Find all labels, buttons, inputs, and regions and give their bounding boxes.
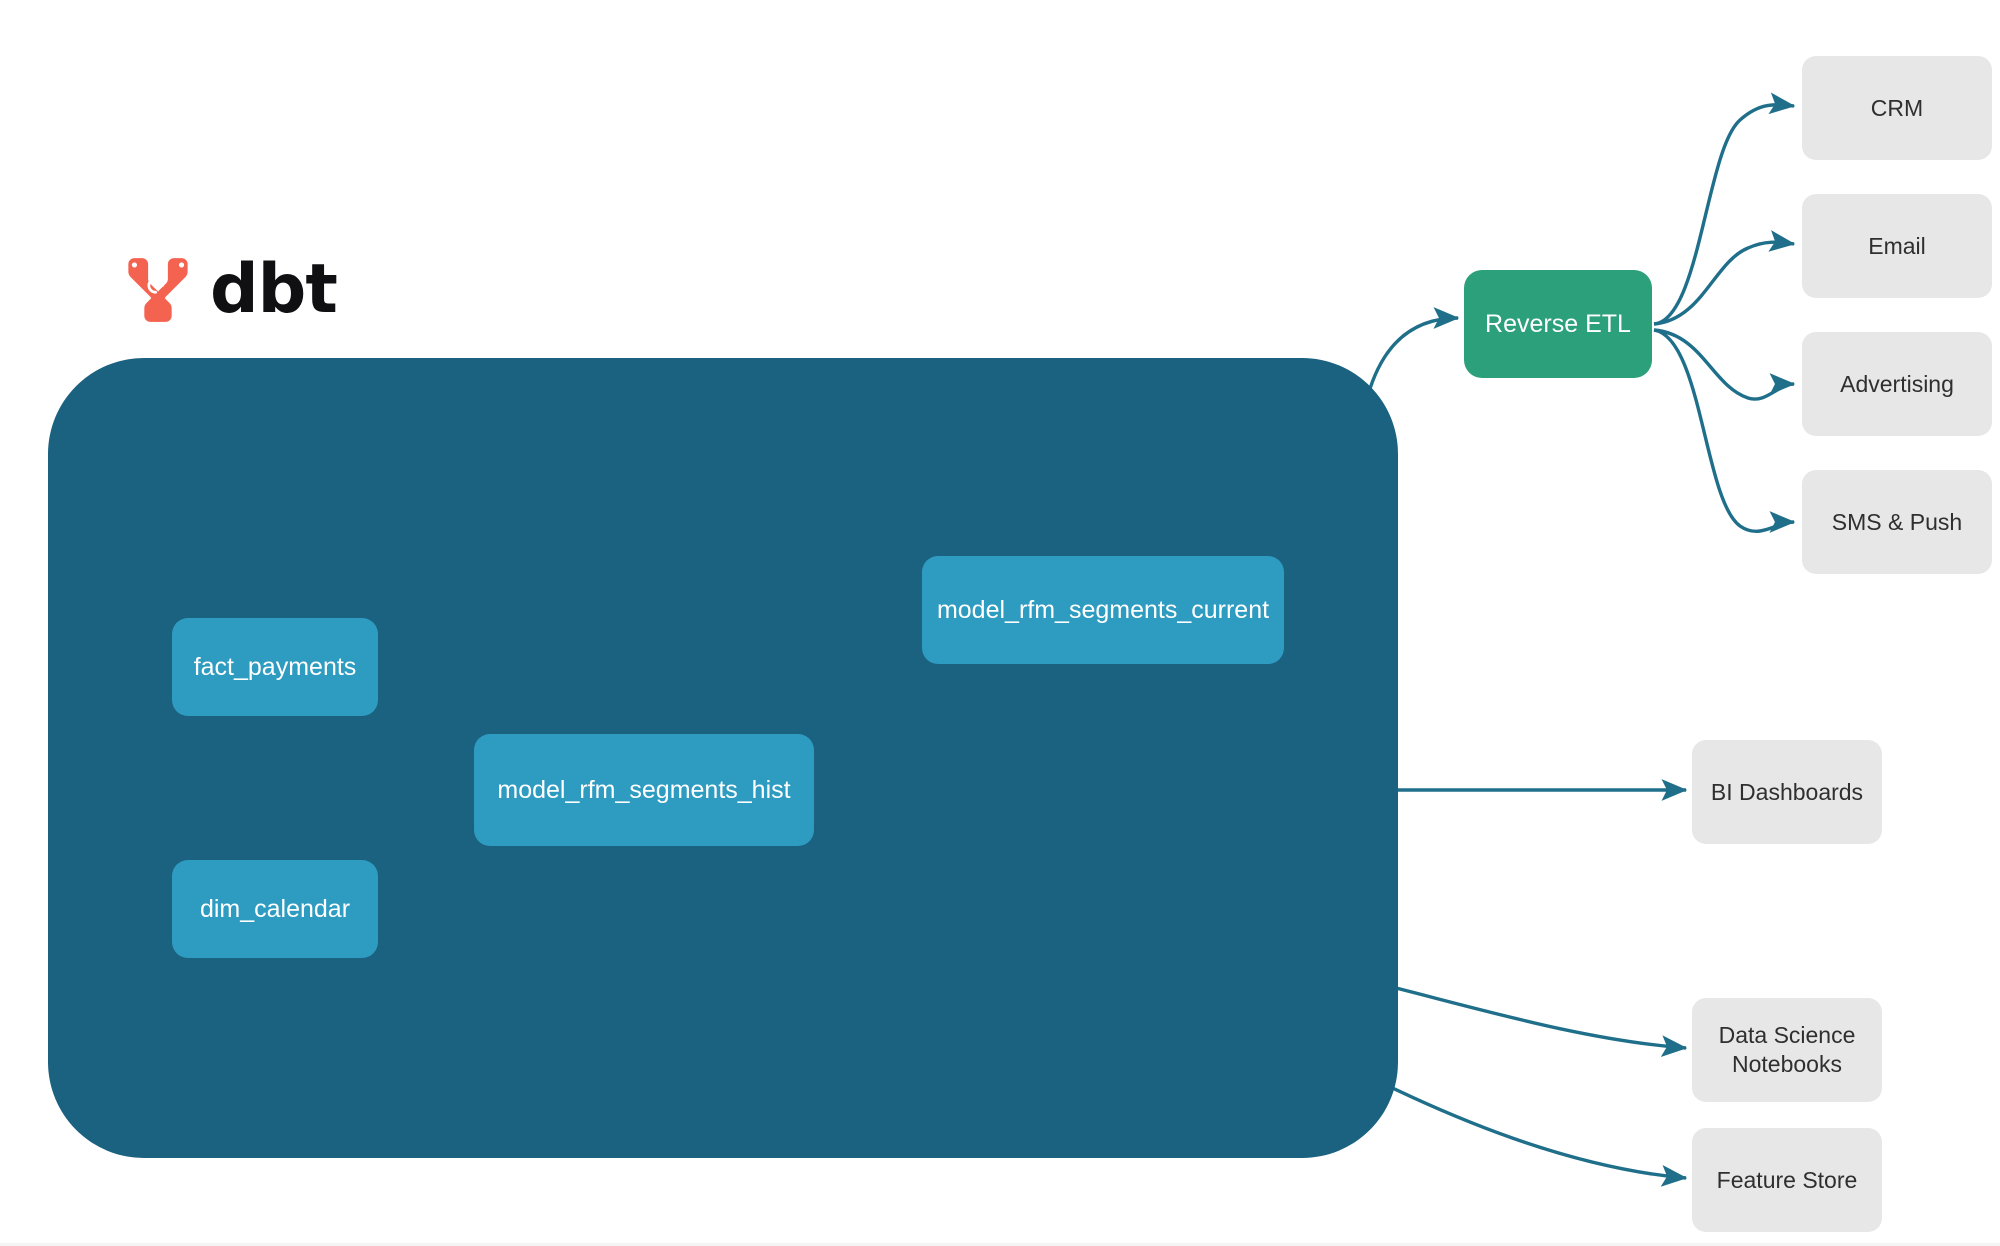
dbt-logo: dbt	[120, 250, 338, 329]
reverse-etl-node[interactable]: Reverse ETL	[1464, 270, 1652, 378]
edge-hist-to-feature-store	[1351, 1066, 1688, 1187]
node-label-line-1: Data Science	[1718, 1022, 1856, 1049]
node-label: SMS & Push	[1831, 508, 1963, 535]
node-label-line-2: Notebooks	[1732, 1051, 1842, 1077]
destination-node-sms-push[interactable]: SMS & Push	[1802, 470, 1992, 574]
model-node-rfm-segments-current[interactable]: model_rfm_segments_current	[922, 556, 1284, 664]
destination-node-advertising[interactable]: Advertising	[1802, 332, 1992, 436]
node-label: BI Dashboards	[1710, 778, 1864, 805]
destination-node-crm[interactable]: CRM	[1802, 56, 1992, 160]
model-node-fact-payments[interactable]: fact_payments	[172, 618, 378, 716]
consumer-node-feature-store[interactable]: Feature Store	[1692, 1128, 1882, 1232]
footer-rule	[0, 1243, 2000, 1246]
edge-reverse-etl-to-email	[1653, 230, 1796, 326]
dbt-wordmark: dbt	[210, 250, 338, 329]
dbt-pinwheel-icon	[128, 258, 188, 322]
consumer-node-data-science-notebooks[interactable]: Data Science Notebooks	[1692, 998, 1882, 1102]
edge-reverse-etl-to-sms-push	[1653, 328, 1796, 533]
model-node-dim-calendar[interactable]: dim_calendar	[172, 860, 378, 958]
node-label: dim_calendar	[199, 894, 351, 923]
edge-hist-to-ds-notebooks	[1371, 980, 1688, 1058]
node-label: CRM	[1870, 94, 1924, 121]
destination-node-email[interactable]: Email	[1802, 194, 1992, 298]
node-label: model_rfm_segments_current	[936, 595, 1270, 624]
node-label: Reverse ETL	[1485, 309, 1631, 338]
node-label: Email	[1868, 232, 1926, 259]
node-label: fact_payments	[193, 652, 357, 681]
consumer-node-bi-dashboards[interactable]: BI Dashboards	[1692, 740, 1882, 844]
node-label: Data Science Notebooks	[1719, 1021, 1856, 1079]
edge-reverse-etl-to-crm	[1653, 92, 1796, 326]
node-label: Feature Store	[1716, 1166, 1858, 1193]
model-node-rfm-segments-hist[interactable]: model_rfm_segments_hist	[474, 734, 814, 846]
node-label: model_rfm_segments_hist	[497, 775, 791, 804]
node-label: Advertising	[1840, 370, 1954, 397]
edge-reverse-etl-to-advertising	[1653, 328, 1796, 401]
